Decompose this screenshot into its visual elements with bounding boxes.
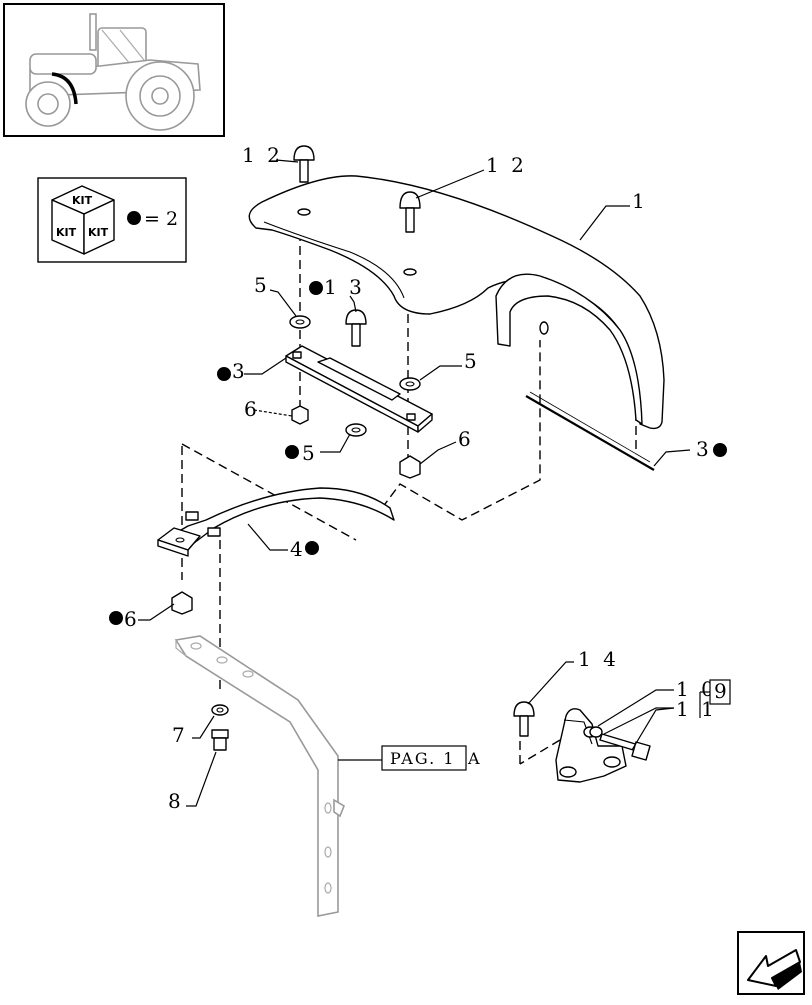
page-reference-label[interactable]: PAG. 1 — [390, 749, 455, 768]
callout-labels: 1 2 1 2 1 5 1 3 3 5 6 5 6 3 4 6 7 8 1 4 … — [124, 143, 731, 813]
washer-5-lower — [345, 423, 367, 437]
tractor-thumbnail — [3, 3, 225, 137]
nut-6-upper — [291, 405, 309, 425]
carriage-bolt-right — [399, 191, 421, 233]
kit-dot-3-rod — [713, 443, 727, 457]
washer-5-right — [399, 377, 421, 391]
callout-4: 4 — [290, 537, 306, 561]
washer-5-upper — [289, 315, 311, 329]
leader-lines — [138, 159, 691, 807]
kit-dot-4 — [305, 541, 319, 555]
kit-dot-13 — [309, 281, 323, 295]
kit-legend: KIT KIT KIT = 2 — [37, 177, 187, 263]
kit-label-left: KIT — [56, 226, 77, 239]
callout-6-nut: 6 — [244, 397, 260, 421]
kit-dot-5 — [285, 445, 299, 459]
highlighted-fender — [51, 72, 78, 105]
kit-dots — [109, 281, 727, 625]
callout-13: 1 3 — [324, 275, 365, 299]
callout-12-left: 1 2 — [242, 143, 283, 167]
callout-10: 1 0 — [676, 677, 717, 701]
callout-9: 9 — [714, 679, 730, 703]
nut-6-lower — [171, 591, 193, 615]
page-reference[interactable]: PAG. 1 A — [381, 745, 482, 771]
callout-11: 1 1 — [676, 697, 717, 721]
fender — [248, 175, 665, 430]
arrow-back-icon — [747, 949, 802, 990]
callout-3-rod: 3 — [696, 437, 712, 461]
kit-equals-text: = 2 — [144, 208, 178, 230]
support-rod — [525, 391, 655, 471]
carriage-bolt-left — [293, 145, 315, 183]
callout-5-right: 5 — [464, 349, 480, 373]
kit-label-right: KIT — [88, 226, 109, 239]
support-frame — [174, 635, 345, 917]
bolt-13 — [345, 309, 367, 347]
callout-5-upper: 5 — [254, 273, 270, 297]
callout-14: 1 4 — [578, 647, 619, 671]
callout-5-dot: 5 — [302, 441, 318, 465]
curved-strap — [157, 487, 395, 557]
callout-6-right: 6 — [458, 427, 474, 451]
pin-11 — [589, 726, 651, 761]
callout-7: 7 — [172, 723, 188, 747]
back-nav-button[interactable] — [737, 931, 805, 995]
nut-6-right — [399, 455, 421, 479]
bracket-plate — [285, 345, 433, 433]
kit-label-top: KIT — [72, 194, 93, 207]
callout-12-right: 1 2 — [486, 153, 527, 177]
kit-box-icon: KIT KIT KIT — [51, 185, 115, 255]
callout-8: 8 — [168, 789, 184, 813]
kit-dot-3 — [217, 367, 231, 381]
tractor-icon — [25, 13, 201, 131]
washer-10 — [589, 726, 603, 738]
callout-6-lower: 6 — [124, 607, 140, 631]
callout-1: 1 — [632, 189, 648, 213]
mount-bracket — [555, 708, 627, 783]
fender-hole — [539, 321, 549, 335]
hex-bolt-8 — [211, 729, 229, 751]
bolt-14 — [513, 701, 535, 737]
washer-7 — [211, 704, 229, 716]
callout-3-bracket: 3 — [232, 359, 248, 383]
page-reference-suffix: A — [467, 749, 482, 768]
kit-dot-icon — [127, 211, 141, 225]
kit-dot-6 — [109, 611, 123, 625]
